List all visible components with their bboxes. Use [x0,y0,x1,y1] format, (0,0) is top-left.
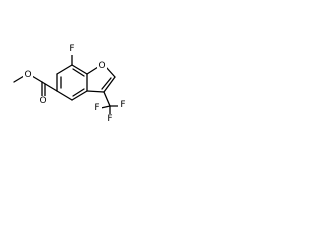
bond-ether-o-methyl [13,75,25,83]
atom-fluorine-top: F [67,44,77,55]
bond-c7-c7a [71,64,88,75]
molecule-structure-diagram: F O O O F F F [13,44,128,125]
atom-label-cf3-f-bottom: F [107,114,112,124]
bond-o1-c2 [105,66,116,78]
atom-ester-ether-oxygen: O [23,70,33,81]
atom-furan-oxygen: O [97,61,107,72]
bond-c2-c3 [103,76,116,93]
atom-cf3-fluorine-bottom: F [105,114,115,125]
bond-c3a-c4-inner [72,88,85,97]
atom-label-cf3-f-right: F [120,100,125,110]
bond-c3-cf3 [103,91,111,107]
bond-c3-c3a [86,90,105,93]
atom-ester-carbonyl-oxygen: O [38,96,48,107]
bond-c7-c7a-inner [72,68,85,77]
atom-label-f-top: F [69,44,74,54]
bond-c2-c3-double [101,77,112,90]
atom-label-ester-ether-o: O [24,70,31,80]
bond-cf3-f-left [100,105,111,109]
atom-cf3-fluorine-left: F [92,103,102,114]
atom-label-cf3-f-left: F [94,103,99,113]
bond-c7a-o1 [86,66,99,75]
bond-c4-c5 [56,90,73,101]
atom-cf3-fluorine-right: F [118,100,128,111]
atom-label-furan-o: O [98,61,105,71]
bond-ester-ether-o [31,75,43,83]
bond-c3a-c4 [71,90,88,101]
bond-c5-ester-carbon [41,81,58,92]
atom-label-ester-carbonyl-o: O [39,96,46,106]
bond-c6-c7 [56,64,73,75]
